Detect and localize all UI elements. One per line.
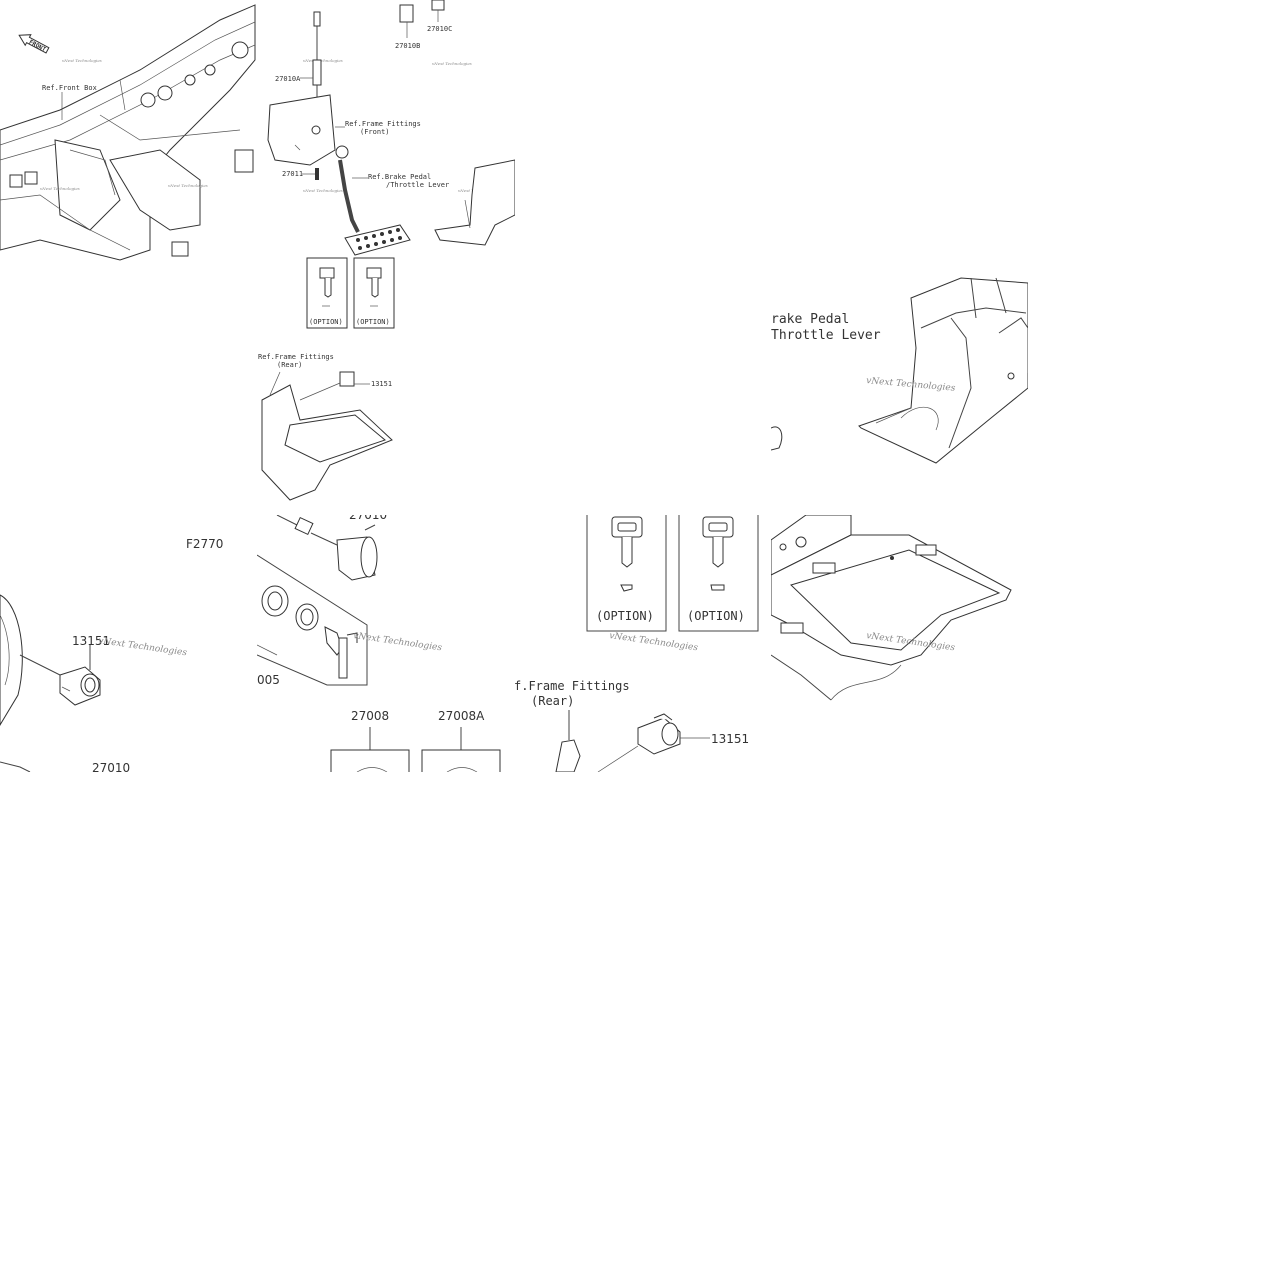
option-label-2: (OPTION)	[356, 318, 390, 326]
part-27010B-label: 27010B	[395, 42, 420, 50]
rear-tray-zoom-svg: vNext Technologies	[771, 515, 1012, 701]
ignition-switch	[336, 524, 378, 581]
option-label-zoom-1: (OPTION)	[596, 609, 654, 623]
watermark: vNext Technologies	[432, 61, 472, 66]
ref-front-box-label: Ref.Front Box	[42, 84, 97, 92]
brake-pedal-zoom-svg: rake Pedal Throttle Lever vNext Technolo…	[771, 277, 1028, 464]
key-icon	[324, 626, 358, 679]
part-27010A-label: 27010A	[275, 75, 301, 83]
front-arrow-icon: FRONT	[18, 34, 50, 54]
part-005-label: 005	[257, 673, 280, 687]
frame-bracket-front	[267, 94, 336, 166]
overview-diagram: FRONT Ref.Front Box vNext Techno	[0, 0, 515, 515]
brake-pedal-zoom: rake Pedal Throttle Lever vNext Technolo…	[771, 258, 1028, 515]
connector	[294, 516, 338, 546]
ref-brake-pedal-sub-label: /Throttle Lever	[386, 181, 449, 189]
part-27008A-label: 27008A	[438, 709, 485, 723]
watermark: vNext Technologies	[168, 183, 208, 188]
rear-frame-zoom-svg: 27008 27008A f.Frame Fittings	[330, 709, 501, 772]
throttle-shroud	[434, 159, 515, 246]
watermark: vNext Technologies	[62, 58, 102, 63]
switch-27010B	[399, 4, 414, 38]
lock-nut	[295, 603, 319, 631]
part-13151-label: 13151	[371, 380, 392, 388]
ref-brake-pedal-label: Ref.Brake Pedal	[368, 173, 431, 181]
figure-code-label: F2770	[186, 537, 223, 551]
option-key-box-zoom-1	[586, 515, 667, 632]
part-27011-label: 27011	[282, 170, 303, 178]
option-keys-zoom-svg: (OPTION) (OPTION) vNext Technologies	[586, 515, 759, 653]
part-13151-zoom-label: 13151	[72, 634, 110, 648]
overview-svg: FRONT Ref.Front Box vNext Techno	[0, 0, 515, 501]
ref-frame-rear-zoom-label: f.Frame Fittings	[514, 679, 630, 693]
option-key-box-1	[306, 257, 348, 329]
throttle-shroud-zoom	[858, 277, 1028, 464]
rear-frame-detail: f.Frame Fittings (Rear) 13151	[514, 672, 771, 772]
option-label-zoom-2: (OPTION)	[687, 609, 745, 623]
part-27010C-label: 27010C	[427, 25, 452, 33]
ref-frame-rear-sub-label: (Rear)	[277, 361, 302, 369]
rear-frame-zoom: 27008 27008A f.Frame Fittings	[257, 700, 771, 772]
ref-brake-pedal-zoom-label: rake Pedal	[771, 312, 849, 327]
option-label-1: (OPTION)	[309, 318, 343, 326]
socket-13151-zoom	[59, 666, 101, 706]
watermark: vNext Technologies	[98, 636, 188, 658]
socket-zoom: F2770 13151 27010 vNext Technologies	[0, 515, 257, 772]
brake-pedal	[335, 145, 411, 256]
watermark: vNext Technologies	[609, 631, 699, 653]
watermark: vNext Technologies	[40, 186, 80, 191]
part-27010-top-label: 27010	[349, 515, 387, 522]
socket-zoom-svg: F2770 13151 27010 vNext Technologies	[0, 537, 223, 772]
lock-cylinder	[261, 585, 289, 617]
part-27010-zoom-label: 27010	[92, 761, 130, 772]
part-13151-rear-label: 13151	[711, 732, 749, 746]
ignition-switch-zoom-svg: 27010 005 vNext Technologies	[257, 515, 443, 687]
switch-27010C	[431, 0, 445, 22]
rear-frame-detail-svg: f.Frame Fittings (Rear) 13151	[514, 679, 749, 772]
watermark: vNext Technologies	[303, 188, 343, 193]
bolt-27011	[315, 168, 319, 180]
ref-frame-front-label: Ref.Frame Fittings	[345, 120, 421, 128]
ref-throttle-lever-zoom-label: Throttle Lever	[771, 328, 881, 343]
option-key-box-zoom-2	[678, 515, 759, 632]
ref-frame-front-sub-label: (Front)	[360, 128, 390, 136]
ref-frame-rear-zoom-sub-label: (Rear)	[531, 694, 574, 708]
dashboard-assembly	[0, 4, 256, 261]
front-arrow-label: FRONT	[28, 39, 48, 54]
rear-tray-zoom: vNext Technologies	[771, 515, 1028, 772]
harness-27010A	[312, 11, 322, 100]
socket-13151-rear	[637, 713, 681, 755]
ref-frame-rear-label: Ref.Frame Fittings	[258, 353, 334, 361]
watermark: vNext Technologies	[303, 58, 343, 63]
part-27008-label: 27008	[351, 709, 389, 723]
watermark: vNext Technologies	[353, 631, 443, 653]
option-key-box-2	[353, 257, 395, 329]
socket-13151	[299, 371, 355, 401]
rear-tray	[261, 371, 393, 501]
